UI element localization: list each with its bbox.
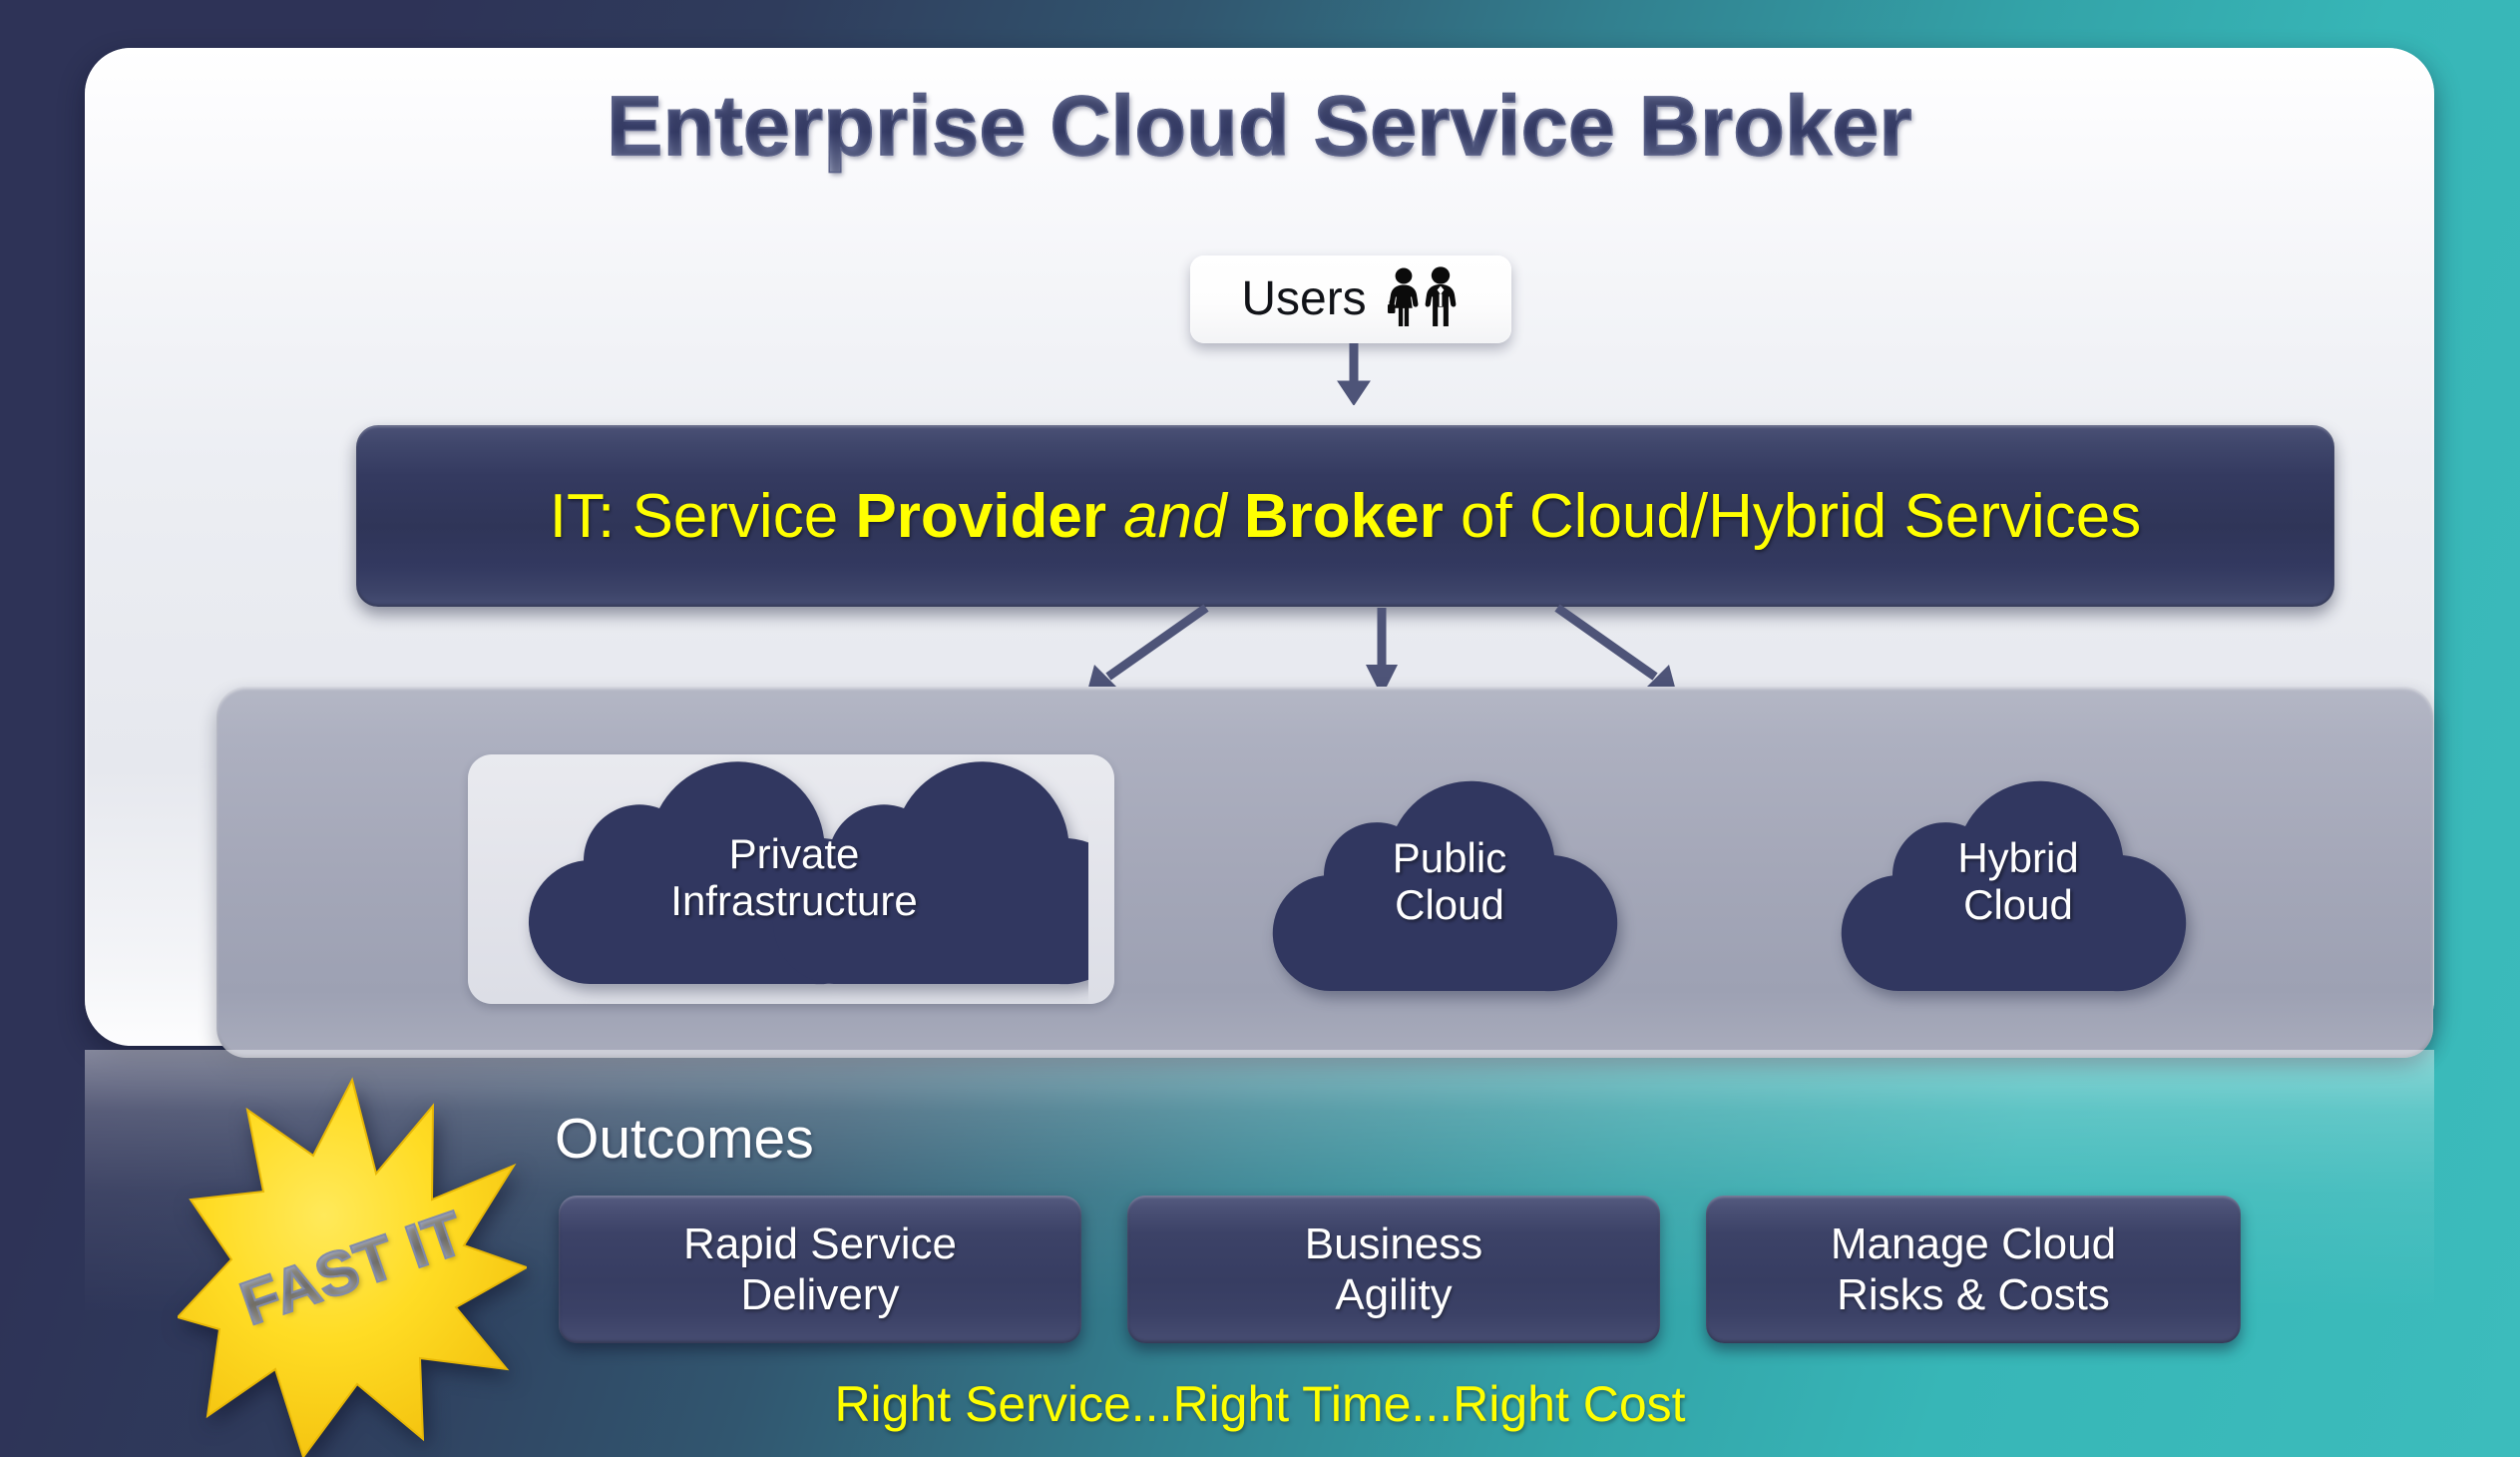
cloud-public[interactable]: Public Cloud bbox=[1250, 736, 1649, 1016]
people-icon bbox=[1383, 265, 1461, 333]
it-banner[interactable]: IT: Service Provider and Broker of Cloud… bbox=[356, 425, 2334, 607]
tagline: Right Service...Right Time...Right Cost bbox=[834, 1376, 1686, 1432]
double-cloud-icon bbox=[528, 761, 1137, 985]
outcome-line1: Rapid Service bbox=[683, 1218, 957, 1268]
outcome-line2: Delivery bbox=[740, 1270, 900, 1319]
it-banner-bold-provider: Provider bbox=[855, 481, 1106, 551]
it-banner-suffix: of Cloud/Hybrid Services bbox=[1443, 481, 2142, 551]
outcomes-heading: Outcomes bbox=[555, 1107, 814, 1171]
outcome-line1: Manage Cloud bbox=[1830, 1218, 2117, 1268]
cloud-hybrid[interactable]: Hybrid Cloud bbox=[1819, 736, 2218, 1016]
starburst-icon bbox=[176, 1077, 530, 1457]
it-banner-prefix: IT: Service bbox=[549, 481, 856, 551]
arrow-users-to-it bbox=[1337, 343, 1371, 405]
it-banner-bold-broker: Broker bbox=[1243, 481, 1444, 551]
cloud-icon bbox=[1272, 780, 1618, 992]
outcome-line2: Agility bbox=[1335, 1270, 1453, 1319]
page-title: Enterprise Cloud Service Broker bbox=[85, 78, 2434, 175]
users-box[interactable]: Users bbox=[1190, 255, 1511, 343]
fast-it-badge[interactable]: FAST IT bbox=[176, 1070, 530, 1457]
it-banner-italic-and: and bbox=[1105, 481, 1244, 551]
outcome-box-business-agility[interactable]: Business Agility bbox=[1127, 1196, 1660, 1343]
cloud-icon bbox=[1841, 780, 2187, 992]
outcome-line2: Risks & Costs bbox=[1837, 1270, 2110, 1319]
it-banner-text: IT: Service Provider and Broker of Cloud… bbox=[550, 481, 2141, 552]
main-card: Enterprise Cloud Service Broker Users bbox=[85, 48, 2434, 1058]
cloud-private-infrastructure[interactable]: Private Infrastructure bbox=[500, 736, 1137, 1016]
outcome-box-manage-cloud-risks-costs[interactable]: Manage Cloud Risks & Costs bbox=[1706, 1196, 2241, 1343]
outcome-box-rapid-service-delivery[interactable]: Rapid Service Delivery bbox=[559, 1196, 1081, 1343]
outcome-line1: Business bbox=[1304, 1218, 1483, 1268]
users-label: Users bbox=[1241, 272, 1367, 325]
